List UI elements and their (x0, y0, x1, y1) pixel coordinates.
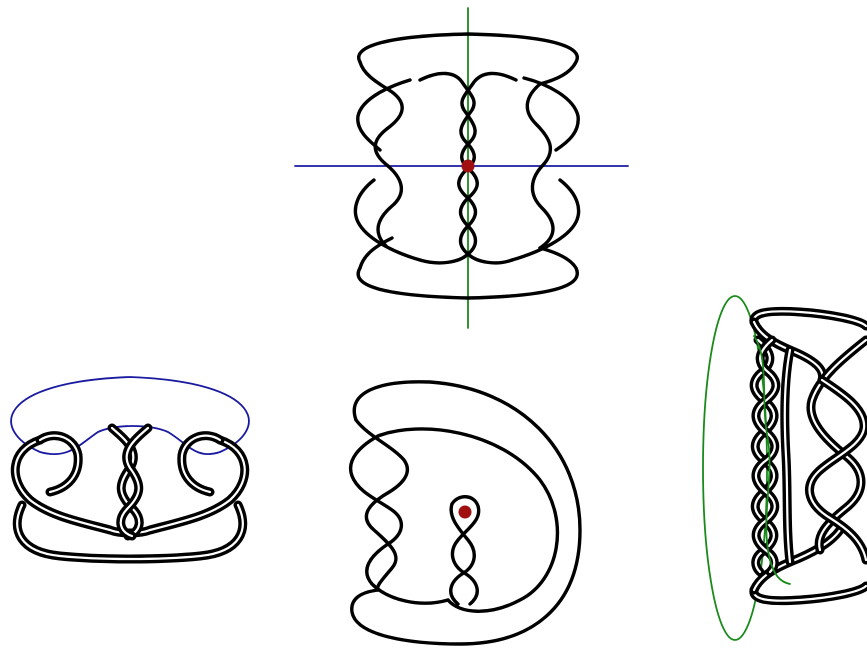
left-column-upper-b (356, 78, 412, 152)
bottom-right-strands (749, 306, 867, 606)
right-column-lower-b (510, 178, 581, 262)
bottom-middle-quotient-knot (348, 380, 582, 646)
bottom-cap-strand (356, 246, 579, 300)
bottom-middle-strands (348, 380, 582, 646)
left-column-lower (376, 164, 403, 248)
top-knot-diagram (294, 7, 629, 329)
bottom-left-doubled-knot (10, 376, 250, 564)
bottom-left-strands (10, 423, 250, 564)
outer-c-strand (350, 380, 582, 646)
top-cap-strand (357, 32, 579, 86)
right-column-upper (525, 82, 553, 166)
blue-arc (10, 376, 250, 455)
right-column-upper-b (522, 76, 580, 152)
inner-c-strand (376, 427, 560, 613)
left-twist-b (348, 434, 450, 605)
right-column-lower (530, 162, 555, 250)
bottom-middle-fixed-point (458, 505, 472, 519)
left-column-foot (358, 236, 394, 270)
inner-braid-a (450, 495, 481, 606)
left-twist-a (354, 418, 410, 592)
green-thread (753, 335, 791, 585)
top-fixed-point (461, 159, 475, 173)
left-column-lower-b (353, 178, 422, 262)
bottom-right-doubled-knot (702, 295, 867, 641)
inner-braid-b (449, 502, 476, 606)
